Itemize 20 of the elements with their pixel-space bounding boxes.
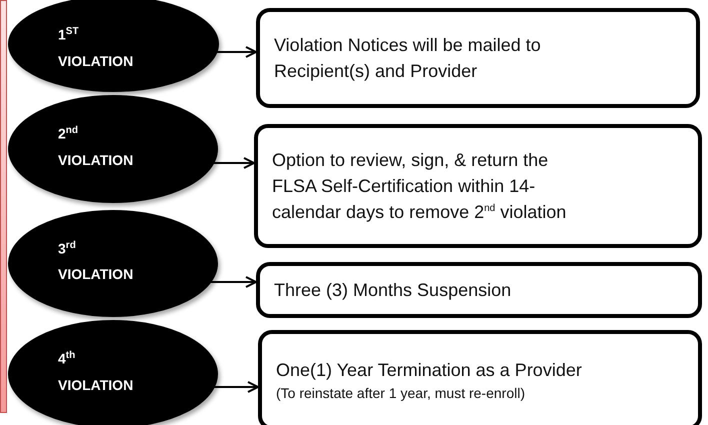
arrow xyxy=(216,46,257,58)
outcome-box xyxy=(258,330,702,425)
note-text: (To reinstate after 1 year, must re-enroll) xyxy=(276,384,526,403)
outcome-text: One(1) Year Termination as a Provider xyxy=(276,359,583,382)
arrow xyxy=(214,381,259,393)
violation-label: 4$^{th}$ VIOLATION xyxy=(58,349,134,395)
violation-label: 3$^{rd}$ VIOLATION xyxy=(58,238,134,284)
violation-label: 1$^{ST}$ VIOLATION xyxy=(58,25,134,71)
outcome-box xyxy=(256,8,700,108)
violation-label: 2$^{nd}$ VIOLATION xyxy=(58,124,134,170)
outcome-box xyxy=(256,262,702,318)
violation-ellipse xyxy=(8,0,219,92)
outcome-text: Option to review, sign, & return the FLSA Self-Certification within 14-calendar days to remove 2$^{nd}$ violation xyxy=(272,149,568,224)
outcome-box xyxy=(254,124,702,248)
side-bar xyxy=(0,0,7,413)
outcome-text: Violation Notices will be mailed to Recipient(s) and Provider xyxy=(274,34,542,83)
violation-ellipse xyxy=(8,95,218,203)
arrow xyxy=(210,276,257,288)
outcome-text: Three (3) Months Suspension xyxy=(274,279,512,302)
arrow xyxy=(213,157,255,169)
